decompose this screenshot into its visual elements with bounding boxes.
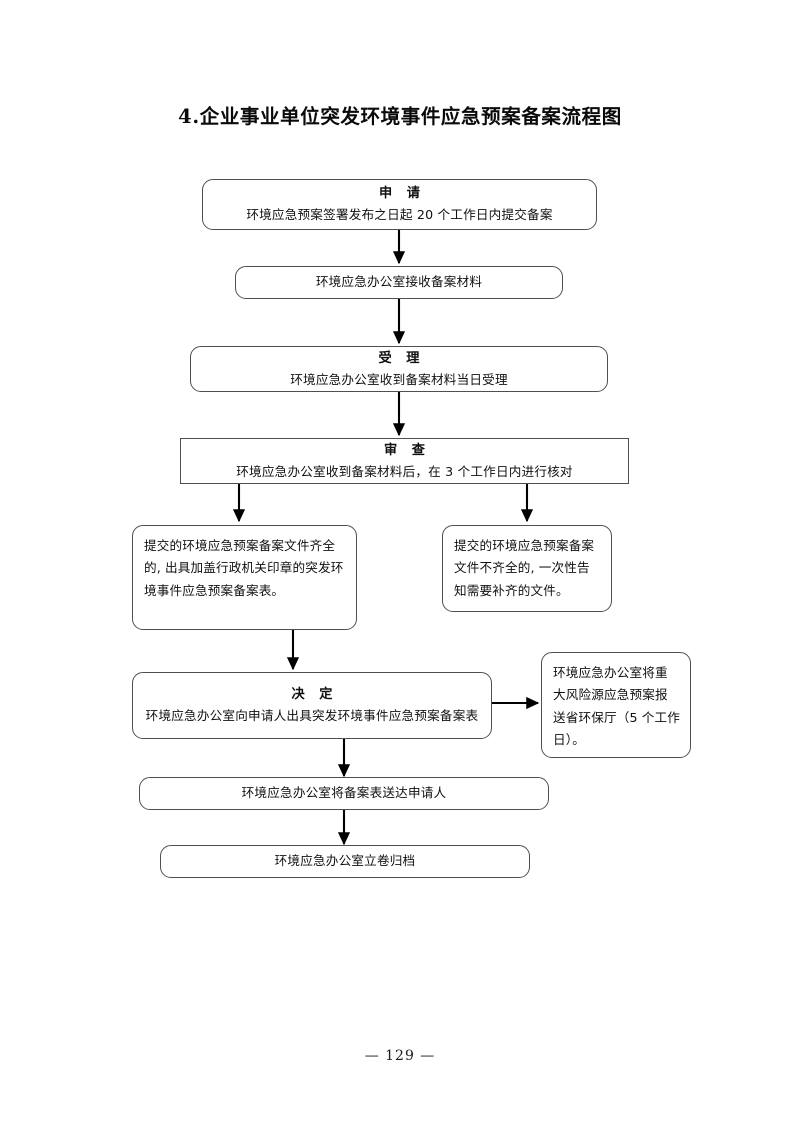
flow-node-deliver-body: 环境应急办公室将备案表送达申请人: [241, 785, 447, 801]
flow-node-receive-body: 环境应急办公室接收备案材料: [315, 274, 483, 290]
flow-node-apply-heading: 申 请: [379, 186, 425, 202]
flow-node-archive[interactable]: 环境应急办公室立卷归档: [160, 845, 530, 878]
flow-node-receive[interactable]: 环境应急办公室接收备案材料: [235, 266, 563, 299]
flow-node-decide-heading: 决 定: [291, 687, 338, 703]
flow-node-accept-heading: 受 理: [378, 350, 425, 366]
flow-node-deliver[interactable]: 环境应急办公室将备案表送达申请人: [139, 777, 549, 810]
flow-node-review[interactable]: 审 查 环境应急办公室收到备案材料后，在 3 个工作日内进行核对: [180, 438, 629, 484]
page-title: 4.企业事业单位突发环境事件应急预案备案流程图: [178, 105, 622, 128]
flow-node-review-body: 环境应急办公室收到备案材料后，在 3 个工作日内进行核对: [236, 464, 573, 479]
flow-node-decide-body: 环境应急办公室向申请人出具突发环境事件应急预案备案表: [145, 708, 479, 724]
flow-node-branch-incomplete[interactable]: 提交的环境应急预案备案文件不齐全的, 一次性告知需要补齐的文件。: [442, 525, 612, 612]
page-number: — 129 —: [364, 1048, 436, 1064]
flow-node-accept[interactable]: 受 理 环境应急办公室收到备案材料当日受理: [190, 346, 608, 392]
flow-node-branch-incomplete-body: 提交的环境应急预案备案文件不齐全的, 一次性告知需要补齐的文件。: [454, 538, 595, 598]
flow-node-branch-complete[interactable]: 提交的环境应急预案备案文件齐全的, 出具加盖行政机关印章的突发环境事件应急预案备…: [132, 525, 357, 630]
flow-node-report-province[interactable]: 环境应急办公室将重大风险源应急预案报送省环保厅（5 个工作日）。: [541, 652, 691, 758]
flow-node-archive-body: 环境应急办公室立卷归档: [274, 853, 416, 869]
flow-node-review-heading: 审 查: [384, 442, 430, 458]
flow-node-branch-complete-body: 提交的环境应急预案备案文件齐全的, 出具加盖行政机关印章的突发环境事件应急预案备…: [144, 538, 344, 598]
flow-node-decide[interactable]: 决 定 环境应急办公室向申请人出具突发环境事件应急预案备案表: [132, 672, 492, 739]
flow-node-apply-body: 环境应急预案签署发布之日起 20 个工作日内提交备案: [246, 207, 553, 223]
flow-node-report-province-body: 环境应急办公室将重大风险源应急预案报送省环保厅（5 个工作日）。: [553, 665, 681, 748]
flow-node-accept-body: 环境应急办公室收到备案材料当日受理: [290, 372, 508, 387]
flow-node-apply[interactable]: 申 请 环境应急预案签署发布之日起 20 个工作日内提交备案: [202, 179, 597, 230]
